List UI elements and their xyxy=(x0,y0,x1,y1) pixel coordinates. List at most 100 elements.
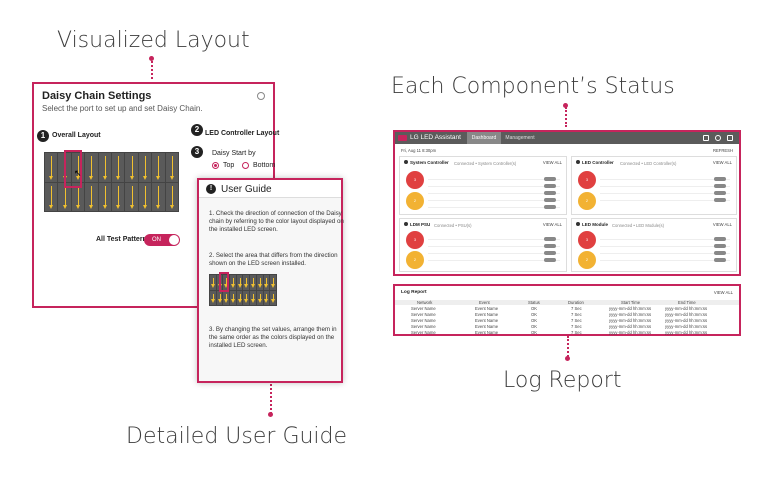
download-icon[interactable] xyxy=(703,135,709,141)
test-pattern-toggle[interactable]: ON xyxy=(144,234,180,246)
led-cell[interactable] xyxy=(152,182,165,211)
panel-status: Connected • LED Module(s) xyxy=(612,223,664,228)
guide-step-2-line: 2. Select the area that differs from the… xyxy=(209,252,338,259)
connector-dot xyxy=(149,56,154,61)
log-title: Log Report xyxy=(401,290,427,295)
radio-top[interactable] xyxy=(212,162,219,169)
guide-step-2-line: shown on the LED screen installed. xyxy=(209,260,306,267)
panel-subtitle: Select the port to set up and set Daisy … xyxy=(42,104,203,113)
panel-title: System Controller xyxy=(404,160,449,165)
caption-visualized-layout: Visualized Layout xyxy=(57,28,250,53)
selected-area xyxy=(64,150,82,188)
cursor-icon: ↖ xyxy=(74,168,82,178)
led-cell[interactable] xyxy=(152,153,165,182)
tab-management[interactable]: Management xyxy=(505,135,535,141)
panel-status: Connected • PSU(s) xyxy=(434,223,472,228)
connector-dot xyxy=(565,356,570,361)
led-cell[interactable] xyxy=(125,153,138,182)
panel-title: LDM PSU xyxy=(404,222,430,227)
error-count-badge: 3 xyxy=(406,171,424,189)
led-cell[interactable] xyxy=(71,182,85,211)
column-header: Start Time xyxy=(621,300,641,305)
panel-status: Connected • LED Controller(s) xyxy=(620,161,677,166)
led-cell[interactable] xyxy=(98,153,111,182)
led-layout-grid[interactable] xyxy=(44,152,179,212)
guide-step-1-line: 1. Check the direction of connection of … xyxy=(209,210,342,217)
guide-selected-area xyxy=(219,272,229,292)
refresh-button[interactable]: REFRESH xyxy=(712,148,733,153)
error-count-badge: 3 xyxy=(406,231,424,249)
user-guide-title: User Guide xyxy=(221,184,272,195)
app-bar: LG LED Assistant Dashboard Management xyxy=(395,132,739,144)
column-header: Duration xyxy=(568,300,584,305)
overall-layout-label: Overall Layout xyxy=(52,132,101,139)
step-badge: 3 xyxy=(191,146,203,158)
connector-dot xyxy=(268,412,273,417)
led-cell[interactable] xyxy=(98,182,111,211)
guide-step-3-line: the same order as the colors displayed o… xyxy=(209,334,335,341)
caption-user-guide: Detailed User Guide xyxy=(126,424,348,449)
led-cell[interactable] xyxy=(138,153,152,182)
led-cell[interactable] xyxy=(58,182,71,211)
step-badge: 2 xyxy=(191,124,203,136)
column-header: Network xyxy=(417,300,433,305)
warning-count-badge: 2 xyxy=(406,192,424,210)
app-name: LG LED Assistant xyxy=(410,134,461,141)
led-cell[interactable] xyxy=(125,182,138,211)
guide-step-3-line: installed LED screen. xyxy=(209,342,268,349)
system-controller-panel: System Controller Connected • System Con… xyxy=(399,156,567,215)
led-cell[interactable] xyxy=(111,182,125,211)
connector-dot xyxy=(563,103,568,108)
led-module-panel: LED Module Connected • LED Module(s) VIE… xyxy=(571,218,737,272)
connector-line xyxy=(567,336,569,360)
led-cell[interactable] xyxy=(85,182,98,211)
connector-line xyxy=(151,61,153,79)
view-all-button[interactable]: VIEW ALL xyxy=(542,222,562,227)
panel-title: LED Controller xyxy=(576,160,614,165)
exit-icon[interactable] xyxy=(727,135,733,141)
app-logo xyxy=(398,135,407,141)
warning-count-badge: 2 xyxy=(406,251,424,269)
radio-top-label: Top xyxy=(223,162,235,169)
led-cell[interactable] xyxy=(45,182,58,211)
led-cell[interactable] xyxy=(111,153,125,182)
panel-title: Daisy Chain Settings xyxy=(42,90,152,102)
radio-bottom-label: Bottom xyxy=(253,162,276,169)
radio-bottom[interactable] xyxy=(242,162,249,169)
dashboard-screenshot: LG LED Assistant Dashboard Management Fr… xyxy=(393,130,741,276)
gear-icon[interactable] xyxy=(715,135,721,141)
warning-count-badge: 2 xyxy=(578,192,596,210)
close-icon[interactable] xyxy=(257,92,265,100)
date-text: Fri, Aug 11 8:30pm xyxy=(401,148,437,153)
column-header: Event xyxy=(479,300,490,305)
guide-step-1-line: chain by referring to the color layout d… xyxy=(209,218,344,225)
test-pattern-label: All Test Pattern xyxy=(96,236,147,243)
step-badge: 1 xyxy=(37,130,49,142)
view-all-button[interactable]: VIEW ALL xyxy=(713,290,733,295)
error-count-badge: 3 xyxy=(578,171,596,189)
led-cell[interactable] xyxy=(45,153,58,182)
led-cell[interactable] xyxy=(138,182,152,211)
column-header: Status xyxy=(528,300,540,305)
warning-count-badge: 2 xyxy=(578,251,596,269)
led-cell[interactable] xyxy=(85,153,98,182)
daisy-start-label: Daisy Start by xyxy=(212,150,256,157)
info-icon: ! xyxy=(206,184,216,194)
led-cell[interactable] xyxy=(165,153,178,182)
error-count-badge: 3 xyxy=(578,231,596,249)
caption-log-report: Log Report xyxy=(503,368,622,393)
view-all-button[interactable]: VIEW ALL xyxy=(712,222,732,227)
led-cell[interactable] xyxy=(165,182,178,211)
column-header: End Time xyxy=(678,300,696,305)
tab-dashboard[interactable]: Dashboard xyxy=(467,132,501,144)
led-controller-layout-label: LED Controller Layout xyxy=(205,130,280,137)
view-all-button[interactable]: VIEW ALL xyxy=(542,160,562,165)
view-all-button[interactable]: VIEW ALL xyxy=(712,160,732,165)
panel-title: LED Module xyxy=(576,222,608,227)
guide-step-1-line: the installed LED screen. xyxy=(209,226,278,233)
